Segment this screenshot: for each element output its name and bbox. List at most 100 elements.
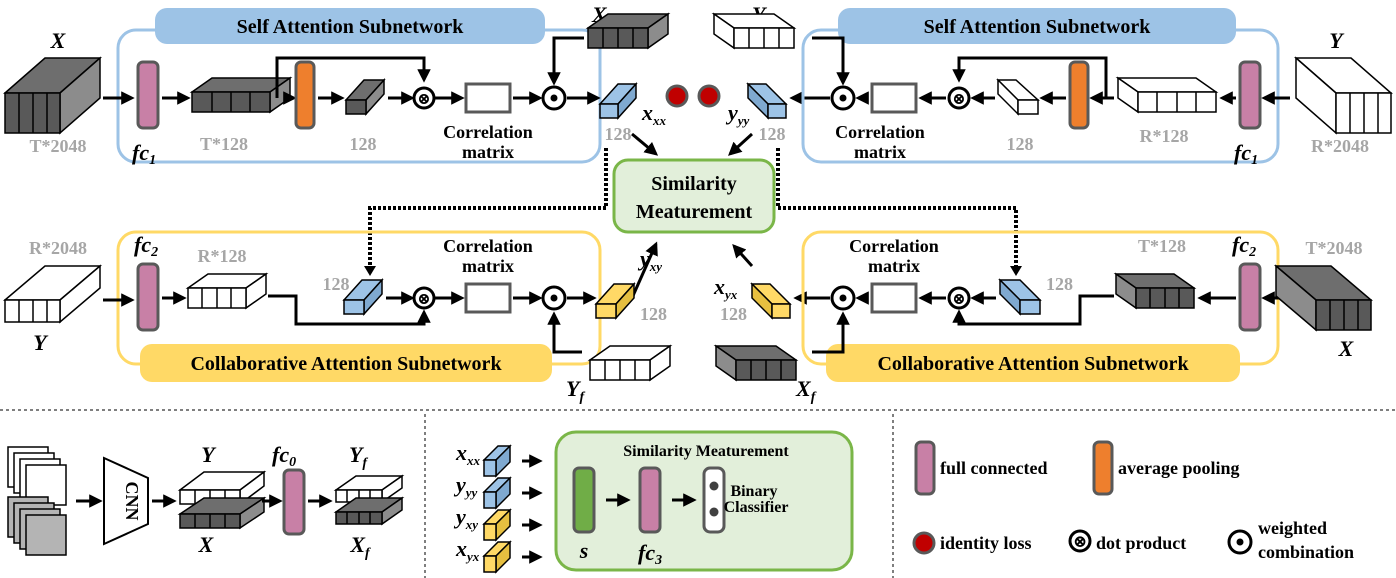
tensor-Y-input — [1294, 56, 1393, 135]
legend-pool-swatch — [1092, 440, 1114, 496]
label-fc3: fc3 — [638, 540, 662, 568]
tensor-Xf-stack — [333, 496, 405, 526]
tensor-128-pooled-right — [996, 78, 1040, 116]
label-x-xx: xxx — [641, 100, 667, 128]
collab-attention-left: Collaborative Attention Subnetwork R*204… — [2, 230, 602, 382]
svg-text:⊗: ⊗ — [952, 291, 965, 308]
label-128-mid-right: 128 — [1046, 274, 1073, 294]
binary-classifier-block — [702, 466, 726, 534]
label-R128-mid-left: R*128 — [198, 246, 247, 266]
label-128-right: 128 — [1007, 134, 1034, 154]
label-T2048-left: T*2048 — [29, 136, 86, 156]
label-128-mid-left: 128 — [323, 274, 350, 294]
legend-average-pooling: average pooling — [1118, 458, 1240, 478]
label-fc0: fc0 — [272, 442, 296, 470]
mini-feature-xxx — [482, 444, 512, 478]
label-binary-1: Binary — [730, 483, 777, 500]
correlation-matrix-right — [870, 82, 918, 114]
svg-text:Yf: Yf — [566, 376, 585, 405]
similarity-detail: xxx yyy yxy xyx Similarity Meat — [453, 430, 854, 574]
legend-identity-loss-swatch — [912, 531, 936, 555]
label-128-left: 128 — [350, 134, 377, 154]
legend-weighted-1: weighted — [1258, 518, 1327, 538]
input-image-stack-top — [7, 446, 67, 506]
label-corr-mid-left-2: matrix — [462, 256, 514, 276]
label-Xf-bottom: Xf — [349, 532, 371, 561]
fc3 — [638, 466, 662, 534]
tensor-R128-mid-left — [185, 272, 269, 310]
tensor-R128-right — [1115, 76, 1219, 114]
label-R128-right: R*128 — [1140, 126, 1189, 146]
label-128-yxy: 128 — [640, 304, 667, 324]
tensor-Yf-bottom: Yf — [566, 344, 673, 405]
label-corr-mid-right-2: matrix — [868, 256, 920, 276]
feature-blue-mid-right — [998, 278, 1042, 316]
similarity-title-1: Similarity — [651, 173, 737, 195]
self-right-title-box — [838, 8, 1236, 44]
mini-feature-yxy — [482, 508, 512, 542]
legend-dot-product: dot product — [1096, 533, 1186, 553]
collab-left-title-box — [140, 344, 552, 382]
correlation-matrix-mid-right — [870, 282, 918, 314]
label-y-xy: yxy — [637, 246, 662, 274]
label-Y-mid-left: Y — [33, 330, 49, 355]
legend-full-connected: full connected — [940, 458, 1048, 478]
similarity-box — [612, 158, 776, 234]
label-T128-mid-right: T*128 — [1138, 236, 1186, 256]
label-corr-mid-left-1: Correlation — [443, 236, 533, 256]
label-corr-right-1: Correlation — [835, 122, 925, 142]
label-X-bottom: X — [198, 532, 215, 557]
feature-y-yy — [746, 82, 788, 120]
label-corr-left-1: Correlation — [443, 122, 533, 142]
avgpool-left — [294, 60, 316, 130]
svg-text:xyx: xyx — [455, 536, 480, 564]
legend: full connected average pooling identity … — [912, 440, 1354, 562]
label-corr-left-2: matrix — [462, 142, 514, 162]
tensor-X-stack — [177, 496, 267, 530]
mini-feature-yyy — [482, 476, 512, 510]
dot-product-right — [947, 86, 971, 110]
label-fc2-right: fc2 — [1232, 232, 1256, 260]
correlation-matrix-mid-left — [464, 282, 512, 314]
label-fc2-left: fc2 — [134, 232, 158, 260]
fc1-left — [136, 60, 160, 130]
label-y-yy: yyy — [725, 100, 750, 128]
feature-y-xy — [594, 282, 636, 320]
label-fc1-left: fc1 — [132, 140, 156, 168]
similarity-title-2: Meaturement — [636, 201, 753, 223]
label-T128-left: T*128 — [200, 134, 248, 154]
tensor-Xf-top: Xf — [585, 2, 671, 50]
svg-text:⊗: ⊗ — [1073, 532, 1087, 551]
correlation-matrix-left — [464, 82, 512, 114]
s-block — [572, 466, 596, 534]
label-Yf-bottom: Yf — [349, 442, 368, 471]
tensor-X-input — [3, 56, 102, 135]
tensor-T128-left — [189, 76, 293, 114]
svg-text:yxy: yxy — [453, 504, 478, 532]
svg-text:xxx: xxx — [455, 440, 481, 468]
collab-right-title-box — [826, 344, 1240, 382]
tensor-T128-mid-right — [1113, 272, 1197, 310]
dot-product-mid-left — [412, 286, 436, 310]
label-fc1-right: fc1 — [1234, 140, 1258, 168]
legend-dot-product-swatch — [1068, 529, 1092, 553]
label-s: s — [579, 538, 589, 563]
label-corr-right-2: matrix — [854, 142, 906, 162]
dot-product-left — [412, 86, 436, 110]
label-128-yyy: 128 — [759, 124, 786, 144]
label-R2048-mid-left: R*2048 — [29, 238, 87, 258]
legend-weighted-2: combination — [1258, 542, 1354, 562]
feature-x-yx — [750, 282, 792, 320]
fc2-left — [136, 262, 160, 332]
collab-attention-right: Collaborative Attention Subnetwork Corre… — [801, 230, 1374, 382]
label-T2048-mid-right: T*2048 — [1305, 238, 1362, 258]
self-right-title: Self Attention Subnetwork — [924, 16, 1152, 38]
avgpool-right — [1068, 60, 1090, 130]
self-left-title-box — [155, 8, 545, 44]
identity-loss-left — [665, 84, 689, 108]
tensor-X-input-mid — [1273, 264, 1374, 332]
svg-text:⊗: ⊗ — [417, 91, 430, 108]
input-image-stack-bottom — [7, 496, 67, 556]
svg-text:⊗: ⊗ — [952, 91, 965, 108]
